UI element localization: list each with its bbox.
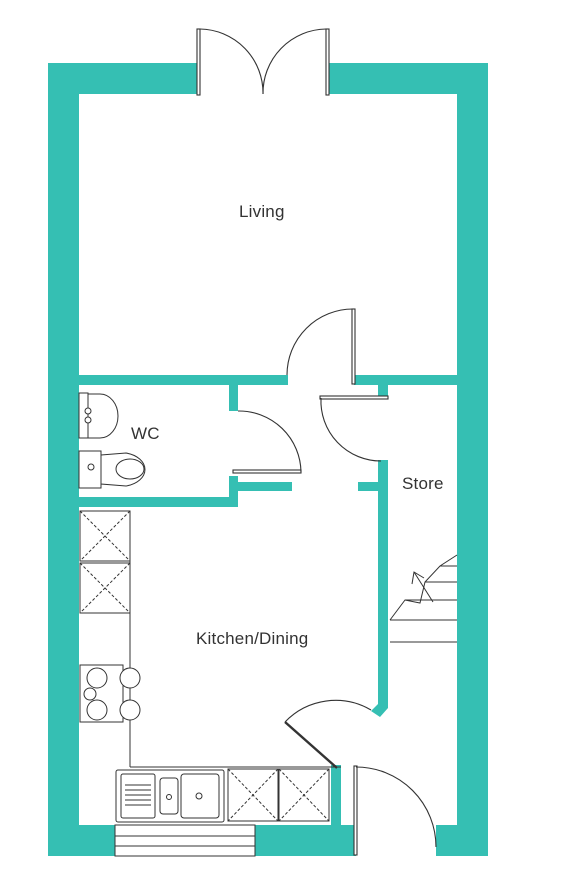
- wc-fixtures: [78, 392, 146, 489]
- wc-door-leaf: [232, 469, 302, 474]
- window-kitchen: [114, 824, 256, 857]
- wc-basin: [78, 392, 119, 439]
- hob-ring-3: [86, 699, 108, 721]
- front-door-leaf: [353, 765, 358, 856]
- sink-main-drain: [195, 792, 203, 800]
- stair-arrow-head: [411, 571, 425, 585]
- wall-bottom-right: [436, 825, 488, 856]
- sink-drainer: [120, 773, 156, 819]
- appliance-3-cross-b: [227, 768, 279, 822]
- hob-ring-5: [83, 687, 97, 701]
- appliance-4: [278, 768, 330, 822]
- front-door-swing: [355, 766, 437, 848]
- wall-left: [48, 63, 79, 856]
- wall-hall-stub-left: [238, 482, 292, 491]
- room-label-wc: WC: [131, 424, 160, 443]
- wall-wc-right-top: [229, 383, 238, 411]
- living-door-swing: [286, 308, 354, 376]
- room-label-store: Store: [402, 474, 444, 493]
- store-door-leaf: [319, 395, 389, 400]
- living-french-doors: [196, 28, 330, 96]
- store-door-swing: [320, 397, 382, 462]
- front-door: [353, 765, 437, 856]
- appliance-1: [79, 510, 131, 562]
- wall-store-top-stub: [378, 383, 388, 397]
- kitchen-door-leaf: [284, 721, 338, 769]
- kitchen-door-swing: [284, 699, 372, 723]
- wc-toilet-button: [87, 463, 95, 471]
- wall-wc-right-bottom: [229, 476, 238, 506]
- wall-right: [457, 63, 488, 856]
- internal-walls: [79, 375, 457, 856]
- wall-store-left: [371, 460, 388, 717]
- wall-porch-left: [331, 765, 341, 856]
- living-door: [286, 308, 356, 385]
- wc-basin-tap-2: [84, 416, 92, 424]
- outer-walls: [48, 63, 488, 856]
- appliance-4-cross-b: [278, 768, 330, 822]
- wc-basin-back: [78, 392, 89, 439]
- wc-basin-bowl: [87, 393, 119, 439]
- appliance-1-cross-b: [79, 510, 131, 562]
- wc-toilet-seat: [115, 458, 145, 480]
- window-frame: [114, 824, 256, 857]
- french-door-left-leaf: [196, 28, 201, 96]
- wall-living-bottom-left: [79, 375, 288, 385]
- wc-toilet: [78, 450, 146, 489]
- wall-bottom-left: [48, 825, 115, 856]
- hob-ring-2: [119, 667, 141, 689]
- doors: [196, 28, 437, 856]
- kitchen-door: [284, 699, 372, 769]
- room-label-kitchen-dining: Kitchen/Dining: [196, 629, 309, 648]
- room-label-living: Living: [239, 202, 285, 221]
- wc-basin-tap-1: [84, 407, 92, 415]
- hob-ring-1: [86, 667, 108, 689]
- kitchen-fixtures: [79, 510, 341, 823]
- sink-small-drain: [166, 794, 172, 800]
- appliance-3: [227, 768, 279, 822]
- wc-door-swing: [237, 410, 302, 473]
- wc-door: [232, 410, 302, 474]
- store-door: [319, 395, 389, 462]
- french-door-right-swing: [262, 28, 327, 95]
- hob: [79, 664, 141, 723]
- hob-ring-4: [119, 699, 141, 721]
- french-door-left-swing: [199, 28, 264, 95]
- stair-winder: [389, 554, 458, 621]
- sink: [115, 769, 225, 823]
- appliance-2: [79, 562, 131, 614]
- wall-wc-bottom: [79, 497, 238, 507]
- staircase: [389, 554, 458, 643]
- wall-top-right: [329, 63, 488, 94]
- living-door-leaf: [351, 308, 356, 385]
- wall-top-left: [48, 63, 198, 94]
- appliance-2-cross-b: [79, 562, 131, 614]
- wall-hall-stub-right: [358, 482, 382, 491]
- stair-arrow-shaft: [413, 571, 434, 603]
- french-door-right-leaf: [325, 28, 330, 96]
- wall-living-bottom-right: [354, 375, 457, 385]
